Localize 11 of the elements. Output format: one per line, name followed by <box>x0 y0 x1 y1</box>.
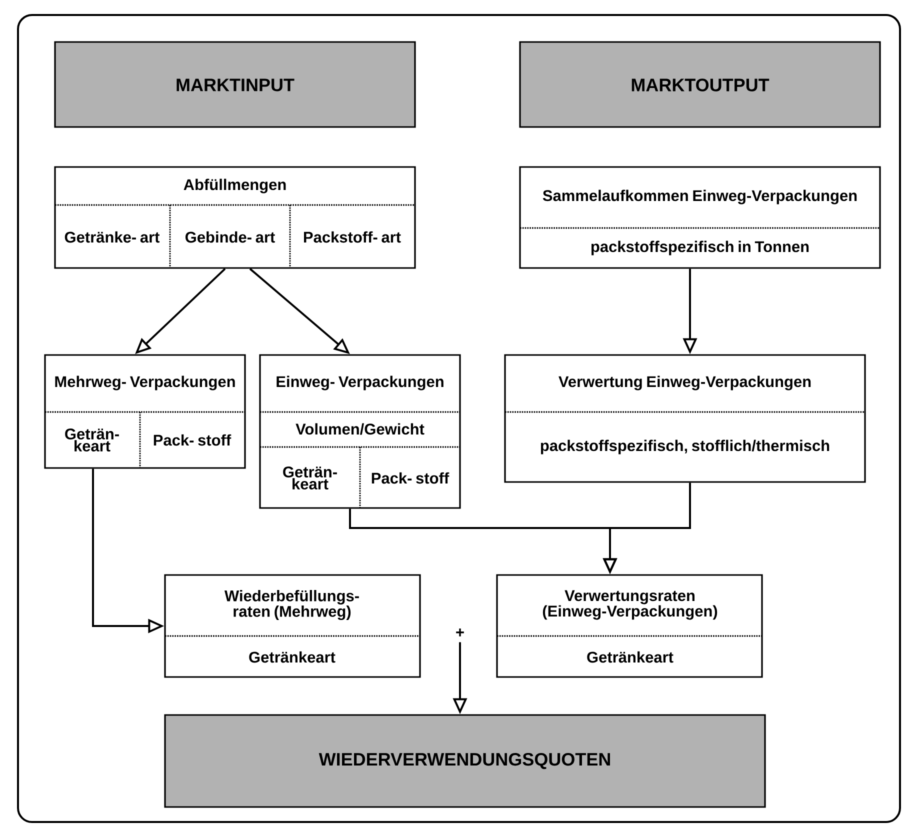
table-box: Abfüllmengen Getränke- art Gebinde- art Packstoff- art <box>54 166 416 269</box>
table-box: Sammelaufkommen Einweg-Verpackungen packstoffspezifisch in Tonnen <box>519 166 881 269</box>
banner-box: MARKTINPUT <box>54 41 416 128</box>
plus-sign: + <box>456 628 464 636</box>
table-box: Verwertung Einweg-Verpackungen packstoffspezifisch, stofflich/thermisch <box>504 354 866 483</box>
banner-box: MARKTOUTPUT <box>519 41 881 128</box>
banner-box: WIEDERVERWENDUNGSQUOTEN <box>164 714 766 808</box>
table-box: Mehrweg- Verpackungen Geträn- keart Pack- stoff <box>44 354 246 469</box>
table-box: Verwertungsraten (Einweg-Verpackungen) Getränkeart <box>496 574 763 678</box>
table-box: Einweg- Verpackungen Volumen/Gewicht Geträn- keart Pack- stoff <box>259 354 461 509</box>
table-box: Wiederbefüllungs- raten (Mehrweg) Getränkeart <box>164 574 421 678</box>
